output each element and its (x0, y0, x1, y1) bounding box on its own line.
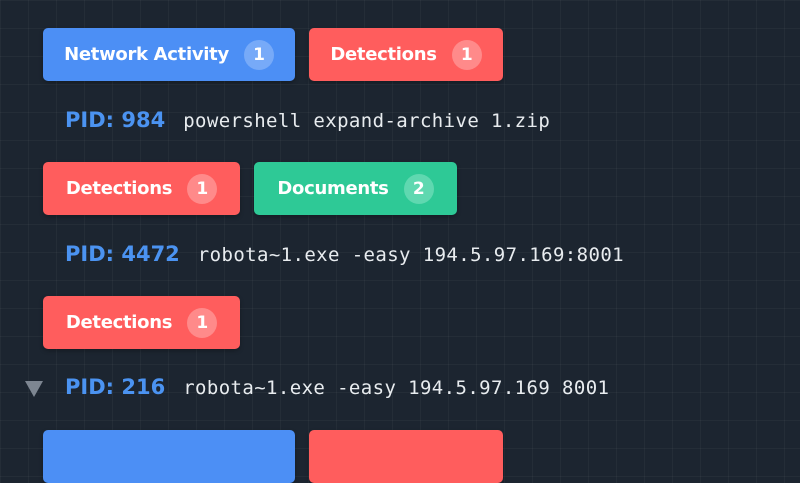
badge-label: Detections (330, 44, 437, 65)
badge-label: Documents (277, 178, 389, 199)
detections-badge[interactable]: Detections 1 (43, 162, 240, 215)
network-activity-badge[interactable]: Network Activity 1 (43, 28, 295, 81)
badge-label: Detections (65, 178, 173, 199)
badge-count: 1 (451, 39, 482, 70)
badge-label: Detections (65, 312, 173, 333)
process-row[interactable]: PID: 4472 robota~1.exe -easy 194.5.97.16… (65, 242, 624, 266)
badge-count: 1 (243, 39, 274, 70)
network-activity-badge[interactable] (43, 430, 295, 483)
badge-count: 2 (403, 173, 434, 204)
process-command: powershell expand-archive 1.zip (183, 110, 551, 132)
documents-badge[interactable]: Documents 2 (254, 162, 457, 215)
badge-count: 1 (187, 307, 218, 338)
process-row[interactable]: PID: 216 robota~1.exe -easy 194.5.97.169… (65, 375, 609, 399)
collapse-triangle-icon[interactable] (25, 381, 43, 397)
process-pid: PID: 4472 (65, 242, 180, 266)
detections-badge[interactable]: Detections 1 (309, 28, 503, 81)
detections-badge[interactable] (309, 430, 503, 483)
process-pid: PID: 216 (65, 375, 166, 399)
badge-label: Network Activity (64, 44, 229, 65)
process-command: robota~1.exe -easy 194.5.97.169:8001 (197, 244, 624, 266)
process-row[interactable]: PID: 984 powershell expand-archive 1.zip (65, 108, 550, 132)
process-pid: PID: 984 (65, 108, 166, 132)
detections-badge[interactable]: Detections 1 (43, 296, 240, 349)
badge-count: 1 (187, 173, 218, 204)
process-command: robota~1.exe -easy 194.5.97.169 8001 (183, 377, 610, 399)
